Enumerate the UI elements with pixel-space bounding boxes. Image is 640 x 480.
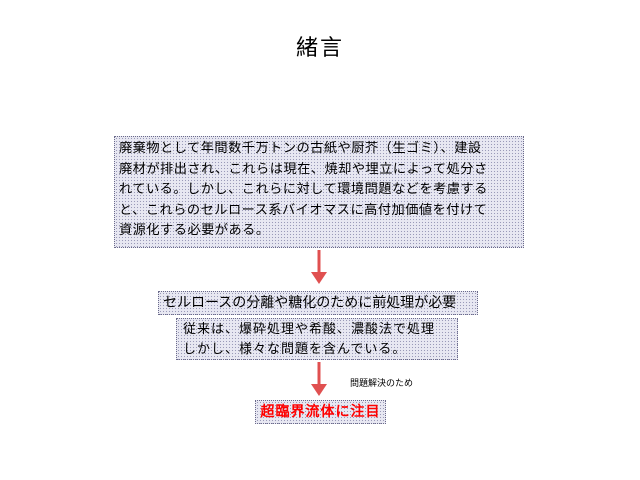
background-line: 資源化する必要がある。 — [119, 223, 270, 238]
supercritical-fluid-box: 超臨界流体に注目 — [255, 400, 386, 424]
conventional-method-box: 従来は、爆砕処理や希酸、濃酸法で処理 しかし、様々な問題を含んでいる。 — [176, 318, 458, 360]
background-line: 廃材が排出され、これらは現在、焼却や埋立によって処分さ — [119, 161, 488, 177]
page-title: 緒言 — [295, 36, 344, 61]
background-line: 廃棄物として年間数千万トンの古紙や厨芥（生ゴミ）、建設 — [119, 141, 482, 156]
conventional-line: 従来は、爆砕処理や希酸、濃酸法で処理 — [183, 322, 436, 337]
conventional-line: しかし、様々な問題を含んでいる。 — [183, 342, 407, 357]
background-line: と、これらのセルロース系バイオマスに高付加価値を付けて — [119, 202, 488, 218]
background-line: れている。しかし、これらに対して環境問題などを考慮する — [119, 182, 488, 197]
down-arrow-icon — [311, 250, 327, 284]
down-arrow-icon — [311, 362, 327, 396]
pretreatment-box: セルロースの分離や糖化のために前処理が必要 — [158, 291, 478, 315]
arrow-annotation: 問題解決のため — [350, 379, 414, 389]
background-text-box: 廃棄物として年間数千万トンの古紙や厨芥（生ゴミ）、建設 廃材が排出され、これらは… — [114, 136, 524, 248]
